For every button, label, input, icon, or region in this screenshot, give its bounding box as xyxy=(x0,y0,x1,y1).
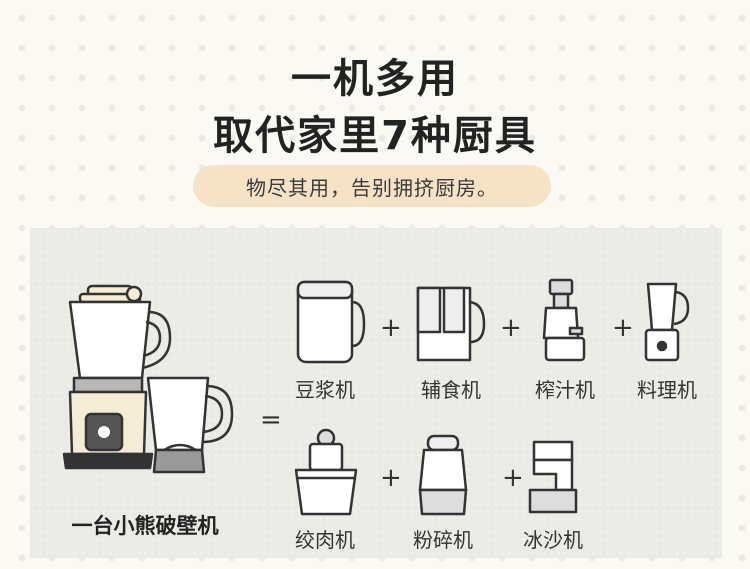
equals-sign: = xyxy=(260,405,282,435)
appliance-label-soymilk: 豆浆机 xyxy=(295,378,355,402)
appliance-label-iceshaver: 冰沙机 xyxy=(523,528,583,552)
subtitle-text: 物尽其用，告别拥挤厨房。 xyxy=(246,175,498,200)
spare-cup-icon xyxy=(146,376,234,474)
plus-sign-4: + xyxy=(380,463,402,493)
comparison-panel: = + + + + + 一台小熊破壁机 豆浆机 辅食机 榨汁机 料理机 绞肉机 … xyxy=(30,228,722,558)
illustration-canvas: = + + + + + xyxy=(62,278,690,516)
plus-sign-5: + xyxy=(502,463,524,493)
title-line-2: 取代家里7种厨具 xyxy=(213,113,537,159)
plus-sign-3: + xyxy=(612,313,634,343)
main-product-label: 一台小熊破壁机 xyxy=(71,514,219,538)
subtitle-pill: 物尽其用，告别拥挤厨房。 xyxy=(193,165,551,207)
plus-sign-1: + xyxy=(380,313,402,343)
ice-shaver-icon xyxy=(528,440,578,514)
appliance-label-juicer: 榨汁机 xyxy=(535,378,595,402)
appliance-label-babyfood: 辅食机 xyxy=(421,378,481,402)
grinder-icon xyxy=(418,434,468,516)
plus-sign-2: + xyxy=(500,313,522,343)
appliance-label-processor: 料理机 xyxy=(637,378,697,402)
food-processor-icon xyxy=(644,282,690,362)
soymilk-maker-icon xyxy=(296,280,366,364)
juicer-icon xyxy=(542,278,586,362)
blender-icon xyxy=(62,284,172,470)
title-line-1: 一机多用 xyxy=(291,56,459,102)
appliance-label-grinder: 粉碎机 xyxy=(413,528,473,552)
baby-food-maker-icon xyxy=(416,286,486,362)
appliance-label-meatgrinder: 绞肉机 xyxy=(295,528,355,552)
meat-grinder-icon xyxy=(294,428,358,516)
